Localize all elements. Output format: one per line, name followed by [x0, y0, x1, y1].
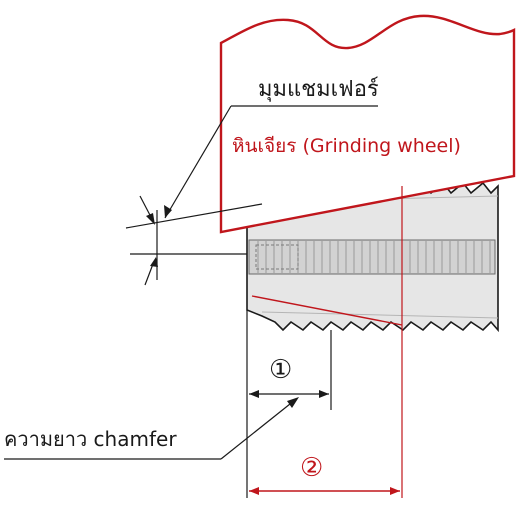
chamfer-length-leader-arrow: [287, 397, 299, 408]
chamfer-length-label: ความยาว chamfer: [4, 427, 177, 451]
tap-body: [246, 181, 499, 333]
grinding-wheel: หินเจียร (Grinding wheel): [219, 14, 516, 234]
chamfer-angle-label: มุมแชมเฟอร์: [258, 77, 379, 102]
dimension-1-arrow-left: [249, 390, 259, 398]
angle-leader-arrow: [164, 205, 172, 218]
grinding-wheel-label: หินเจียร (Grinding wheel): [232, 135, 461, 157]
center-hole: [255, 244, 299, 270]
angle-arrow-bottom-tail: [144, 263, 154, 286]
dimension-2-label: ②: [300, 453, 323, 483]
dimension-2-arrow-right: [390, 487, 400, 495]
grinding-wheel-outline: [219, 14, 516, 234]
dimension-1-label: ①: [269, 355, 292, 385]
thread-root-bottom: [261, 311, 499, 319]
chamfer-length-leader: [220, 399, 296, 460]
chamfer-red-line: [251, 295, 403, 326]
angle-arrow-bottom-head: [150, 257, 158, 267]
chamfer-extension-line: [125, 203, 263, 229]
dimension-1-arrow-right: [319, 390, 329, 398]
angle-leader: [164, 105, 232, 219]
angle-arrow-top-head: [146, 213, 155, 225]
core-hatching: [257, 241, 491, 273]
dimension-2-arrow-left: [249, 487, 259, 495]
